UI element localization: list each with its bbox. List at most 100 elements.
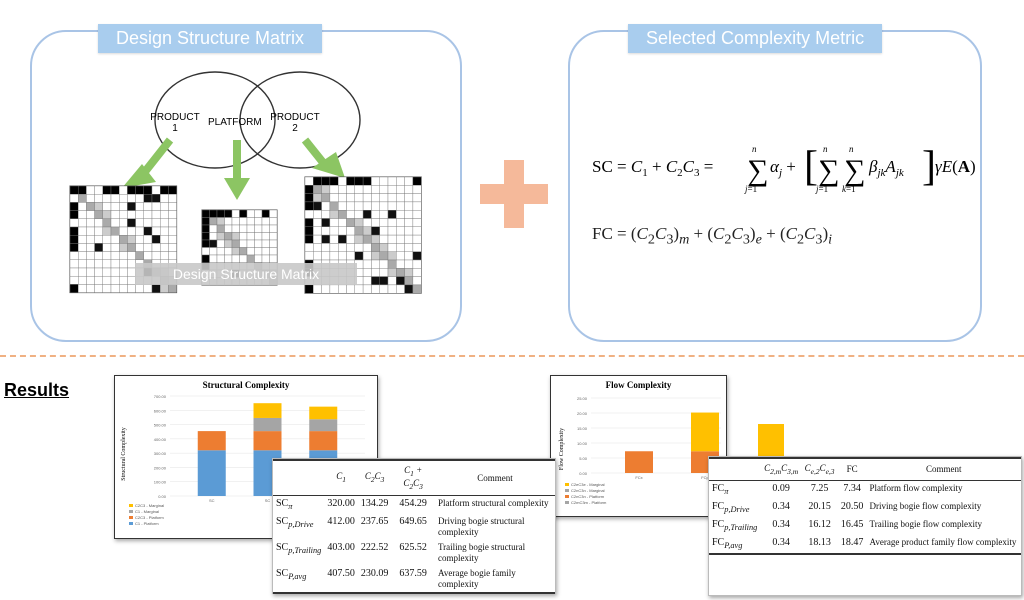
svg-text:n: n xyxy=(849,144,854,154)
sc-cell-label: SCP,avg xyxy=(273,565,325,594)
sc-ytick: 0.00 xyxy=(158,494,167,499)
sc-legend-label: C2C3 - Platform xyxy=(135,515,164,520)
sc-legend-swatch xyxy=(129,516,133,519)
sc-cell-c2c3: 230.09 xyxy=(357,565,392,594)
fc-th-label xyxy=(709,456,761,481)
sc-cell-c1: 403.00 xyxy=(327,541,355,553)
sc-category-label: SC xyxy=(265,498,271,503)
fc-cell-b: 20.15 xyxy=(808,500,831,512)
flow-complexity-formula: FC = (C2C3)m + (C2C3)e + (C2C3)i xyxy=(592,224,833,248)
sc-cell-comment: Average bogie family complexity xyxy=(435,565,555,594)
sc-bar xyxy=(197,431,226,451)
fc-legend-swatch xyxy=(565,489,569,492)
fc-cell-fc: 20.50 xyxy=(840,500,864,512)
sc-legend-label: C2C3 - Marginal xyxy=(135,503,164,508)
fc-cell-label: FCp,Drive xyxy=(712,500,750,514)
sc-cell-label: SCp,Drive xyxy=(276,515,314,529)
sc-ytick: 400.00 xyxy=(154,437,167,442)
sc-bar xyxy=(253,403,282,418)
sc-cell-comment: Driving bogie structural complexity xyxy=(438,515,525,537)
fc-th-b: Ce,2Ce,3 xyxy=(801,456,838,481)
sc-ytick: 500.00 xyxy=(154,423,167,428)
fc-cell-comment: Driving bogie flow complexity xyxy=(869,500,982,511)
fc-cell-fc: 7.34 xyxy=(843,482,861,494)
fc-category-label: FCp xyxy=(701,475,709,480)
sc-cell-sum: 637.59 xyxy=(391,565,435,594)
sc-bar xyxy=(253,431,282,451)
sc-bar xyxy=(309,406,338,420)
sc-cell-comment: Trailing bogie structural complexity xyxy=(438,541,526,563)
fc-ytick: 10.00 xyxy=(577,441,588,446)
dsm-overlay-banner: Design Structure Matrix xyxy=(135,263,357,285)
sc-legend-swatch xyxy=(129,510,133,513)
sc-ytick: 600.00 xyxy=(154,408,167,413)
dsm-panel-title: Design Structure Matrix xyxy=(98,24,323,53)
sc-th-label xyxy=(273,458,325,496)
sc-table-header: C1 C2C3 C1 + C2C3 Comment xyxy=(273,458,555,496)
fc-ytick: 5.00 xyxy=(579,456,588,461)
sc-category-label: SC xyxy=(209,498,215,503)
fc-cell-comment: Platform flow complexity xyxy=(869,482,963,493)
svg-text:SC = C1 + C2C3 =: SC = C1 + C2C3 = xyxy=(592,157,713,179)
sc-th-c1: C1 xyxy=(324,458,358,496)
fc-th-comment: Comment xyxy=(866,456,1021,481)
structural-chart-title: Structural Complexity xyxy=(202,380,290,390)
sc-cell-label: SCp,Trailing xyxy=(276,541,322,555)
sc-cell-c2c3: 222.52 xyxy=(360,541,389,553)
fc-cell-b: 18.13 xyxy=(801,534,838,555)
venn-label-platform: PLATFORM xyxy=(208,117,262,128)
svg-text:∑: ∑ xyxy=(747,154,768,187)
plus-icon xyxy=(480,160,548,228)
sc-cell-c1: 412.00 xyxy=(327,515,355,527)
dsm-diagram xyxy=(69,71,422,294)
fc-cell-label: FCP,avg xyxy=(709,534,761,555)
fc-cell-a: 0.34 xyxy=(772,518,790,530)
dsm-overlay-label: Design Structure Matrix xyxy=(172,266,320,282)
fc-cell-b: 16.12 xyxy=(808,518,831,530)
structural-complexity-formula: SC = C1 + C2C3 = ∑ n j=1 αj + [ ∑ n j=1 … xyxy=(592,140,976,205)
sc-cell-c1: 407.50 xyxy=(324,565,358,594)
sc-bar xyxy=(197,450,226,496)
fc-legend-swatch xyxy=(565,495,569,498)
flow-chart-title: Flow Complexity xyxy=(605,380,672,390)
fc-th-a: C2,mC3,m xyxy=(760,456,802,481)
sc-cell-comment: Platform structural complexity xyxy=(438,497,549,508)
fc-legend-label: C2mC3m - Platform xyxy=(571,500,607,505)
fc-ytick: 25.00 xyxy=(577,396,588,401)
sc-legend-swatch xyxy=(129,504,133,507)
sc-cell-c2c3: 134.29 xyxy=(360,497,389,509)
fc-cell-b: 7.25 xyxy=(810,482,829,494)
sc-cell-sum: 454.29 xyxy=(399,497,427,509)
dsm-matrix-product-1 xyxy=(69,185,178,294)
svg-text:∑: ∑ xyxy=(818,154,839,187)
metric-panel xyxy=(568,30,982,342)
svg-text:n: n xyxy=(752,144,757,154)
svg-text:γE(A): γE(A) xyxy=(935,157,976,176)
sc-legend-label: C1 - Marginal xyxy=(135,509,159,514)
svg-text:]: ] xyxy=(922,144,936,190)
sc-th-comment: Comment xyxy=(435,458,555,496)
sc-ytick: 100.00 xyxy=(154,480,167,485)
fc-legend-swatch xyxy=(565,501,569,504)
fc-cell-label: FCp,Trailing xyxy=(712,518,758,532)
sc-cell-c1: 320.00 xyxy=(327,497,355,509)
fc-ytick: 0.00 xyxy=(579,471,588,476)
fc-ytick: 15.00 xyxy=(577,426,588,431)
sc-ytick: 700.00 xyxy=(154,394,167,399)
sc-bar xyxy=(253,417,282,432)
sc-th-c2c3: C2C3 xyxy=(357,458,392,496)
fc-table-header: C2,mC3,m Ce,2Ce,3 FC Comment xyxy=(709,456,1021,481)
svg-text:j=1: j=1 xyxy=(815,184,828,194)
sc-bar xyxy=(309,419,338,432)
fc-cell-label: FCπ xyxy=(712,482,729,496)
fc-th-fc: FC xyxy=(837,456,867,481)
fc-cell-comment: Trailing bogie flow complexity xyxy=(869,518,982,529)
svg-text:αj +: αj + xyxy=(770,157,796,179)
